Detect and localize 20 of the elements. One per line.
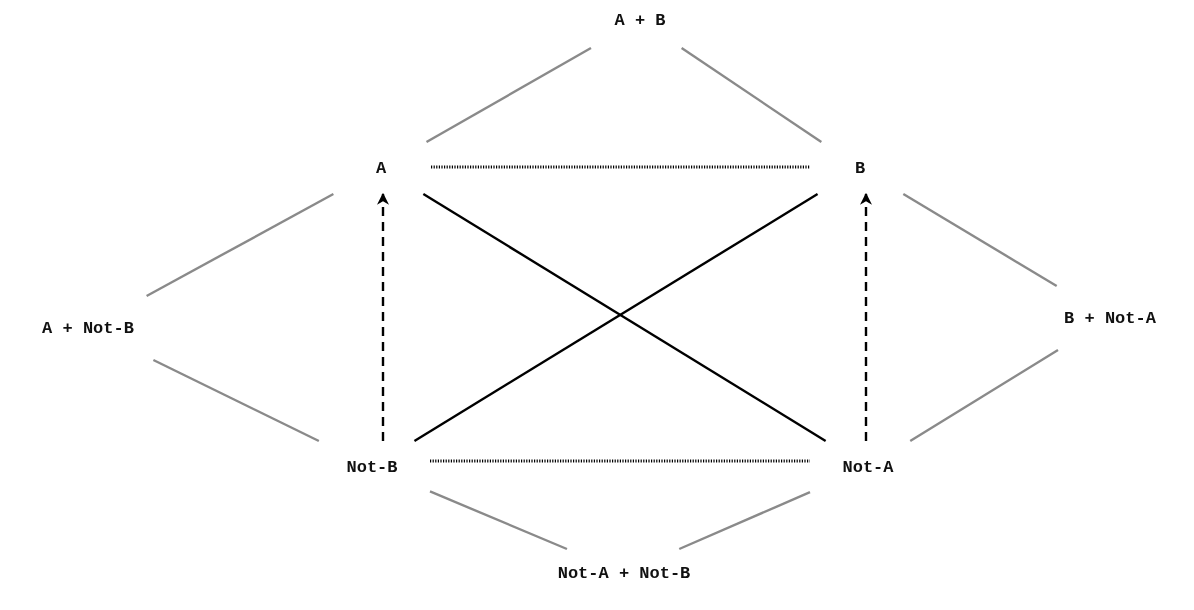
connector-line — [678, 491, 811, 551]
connector-line — [909, 348, 1059, 443]
term-label: A — [375, 158, 387, 178]
dashed-arrow — [377, 192, 389, 441]
connector-line — [429, 490, 568, 551]
term-label: Not-A + Not-B — [557, 563, 691, 583]
term-label: A + Not-B — [42, 318, 134, 338]
term-label: B — [854, 158, 866, 178]
term-label: A + B — [614, 10, 666, 30]
term-label: Not-B — [346, 457, 398, 477]
dashed-arrow — [860, 192, 872, 441]
term-label: B + Not-A — [1064, 308, 1156, 328]
connector-line — [902, 192, 1058, 288]
dotted-line — [430, 459, 810, 463]
connector-line — [152, 358, 320, 443]
connector-line — [680, 47, 823, 143]
connector-line — [146, 192, 334, 298]
term-label: Not-A — [842, 457, 894, 477]
connector-line — [425, 46, 592, 144]
dotted-line — [431, 165, 810, 169]
